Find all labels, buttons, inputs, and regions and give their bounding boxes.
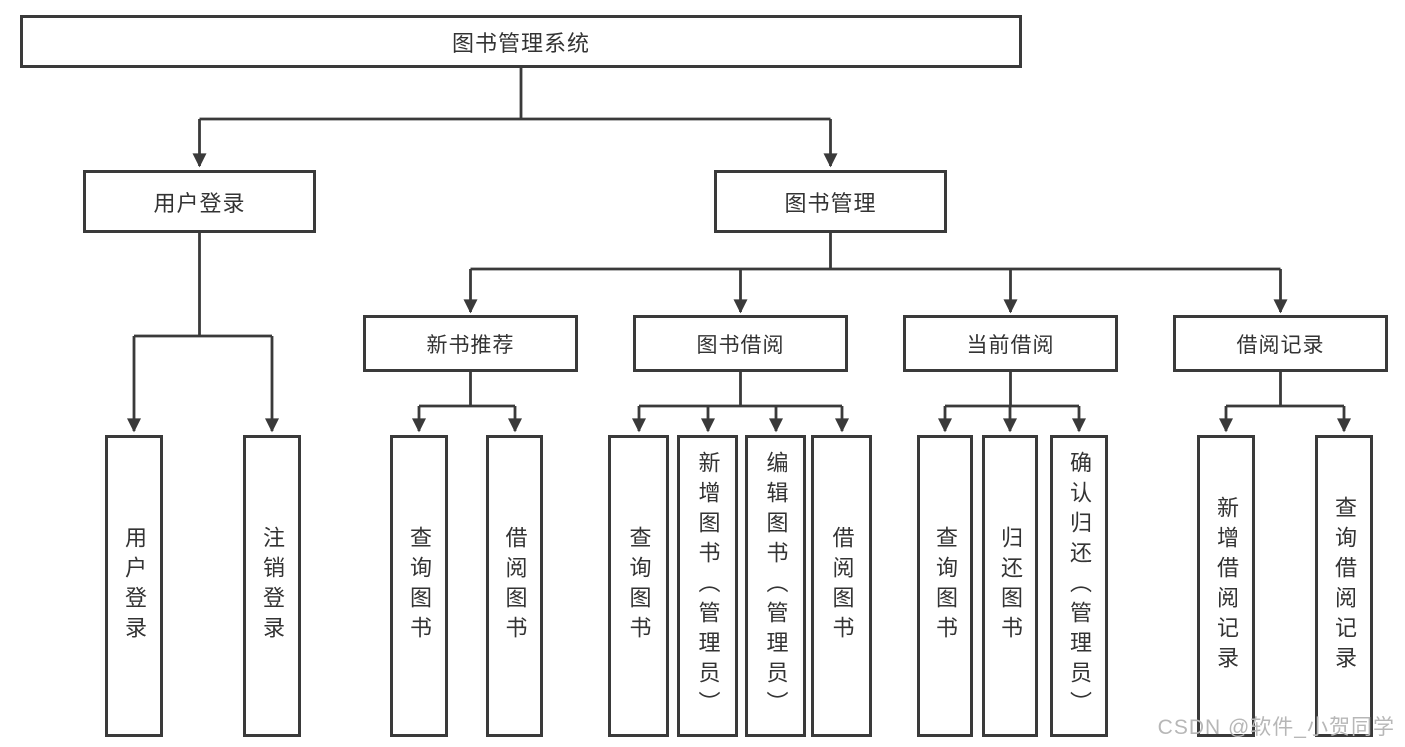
leaf-logout: 注销登录 <box>243 435 301 737</box>
node-current-borrow-label: 当前借阅 <box>966 333 1055 357</box>
node-book-management: 图书管理 <box>714 170 947 233</box>
leaf-borrow-borrow-book: 借阅图书 <box>811 435 872 737</box>
leaf-borrow-query-book-label: 查询图书 <box>626 526 652 646</box>
leaf-borrow-borrow-book-label: 借阅图书 <box>829 526 855 646</box>
node-borrow-record: 借阅记录 <box>1173 315 1388 372</box>
node-current-borrow: 当前借阅 <box>903 315 1118 372</box>
node-library-system: 图书管理系统 <box>20 15 1022 68</box>
connector-trunks <box>134 68 1344 408</box>
node-book-borrow: 图书借阅 <box>633 315 848 372</box>
leaf-record-query-record: 查询借阅记录 <box>1315 435 1373 737</box>
leaf-current-return-book: 归还图书 <box>982 435 1038 737</box>
connector-arrows <box>127 119 1351 433</box>
leaf-borrow-edit-book-admin: 编辑图书（管理员） <box>745 435 806 737</box>
csdn-watermark: CSDN @软件_小贺同学 <box>1157 716 1395 739</box>
leaf-record-add-record-label: 新增借阅记录 <box>1214 496 1239 676</box>
leaf-current-confirm-return-admin-label: 确认归还（管理员） <box>1067 451 1092 721</box>
leaf-borrow-add-book-admin: 新增图书（管理员） <box>677 435 738 737</box>
leaf-record-add-record: 新增借阅记录 <box>1197 435 1255 737</box>
node-book-management-label: 图书管理 <box>784 190 877 216</box>
node-new-book-recommend-label: 新书推荐 <box>426 333 515 357</box>
leaf-borrow-query-book: 查询图书 <box>608 435 669 737</box>
node-user-login-label: 用户登录 <box>153 190 246 216</box>
leaf-newbook-query-book-label: 查询图书 <box>407 526 432 646</box>
leaf-user-login-label: 用户登录 <box>122 526 147 646</box>
node-borrow-record-label: 借阅记录 <box>1236 333 1325 357</box>
node-library-system-label: 图书管理系统 <box>451 30 590 56</box>
leaf-newbook-query-book: 查询图书 <box>390 435 448 737</box>
node-user-login: 用户登录 <box>83 170 316 233</box>
leaf-logout-label: 注销登录 <box>260 526 285 646</box>
leaf-current-query-book: 查询图书 <box>917 435 973 737</box>
leaf-user-login: 用户登录 <box>105 435 163 737</box>
node-new-book-recommend: 新书推荐 <box>363 315 578 372</box>
leaf-record-query-record-label: 查询借阅记录 <box>1332 496 1357 676</box>
leaf-current-return-book-label: 归还图书 <box>998 526 1023 646</box>
leaf-current-query-book-label: 查询图书 <box>933 526 958 646</box>
leaf-current-confirm-return-admin: 确认归还（管理员） <box>1050 435 1108 737</box>
node-book-borrow-label: 图书借阅 <box>696 333 785 357</box>
leaf-borrow-edit-book-admin-label: 编辑图书（管理员） <box>763 451 789 721</box>
leaf-newbook-borrow-book-label: 借阅图书 <box>502 526 528 646</box>
leaf-newbook-borrow-book: 借阅图书 <box>486 435 543 737</box>
leaf-borrow-add-book-admin-label: 新增图书（管理员） <box>695 451 721 721</box>
